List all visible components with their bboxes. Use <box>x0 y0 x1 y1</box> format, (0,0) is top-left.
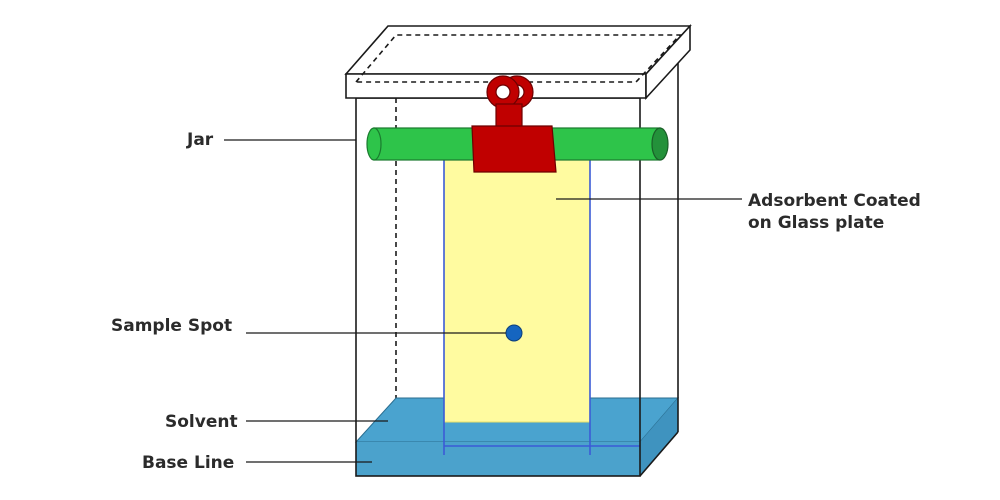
rod-end-cap <box>651 127 669 161</box>
solvent-label: Solvent <box>165 412 238 432</box>
plate-guide-lines <box>443 155 640 455</box>
base-line-label: Base Line <box>142 453 235 473</box>
sample-spot-dot <box>505 324 523 342</box>
leader-lines <box>224 139 742 463</box>
plate-label-line1: Adsorbent Coated <box>748 191 921 211</box>
tlc-plate <box>443 149 591 423</box>
binder-clip <box>471 75 557 173</box>
jar-label: Jar <box>187 130 214 150</box>
plate-label-line2: on Glass plate <box>748 213 885 233</box>
solvent-front-face <box>356 442 640 476</box>
plate-label: Adsorbent Coated on Glass plate <box>748 190 921 234</box>
sample-spot-label: Sample Spot <box>111 316 233 336</box>
solvent-side-face <box>640 398 678 476</box>
